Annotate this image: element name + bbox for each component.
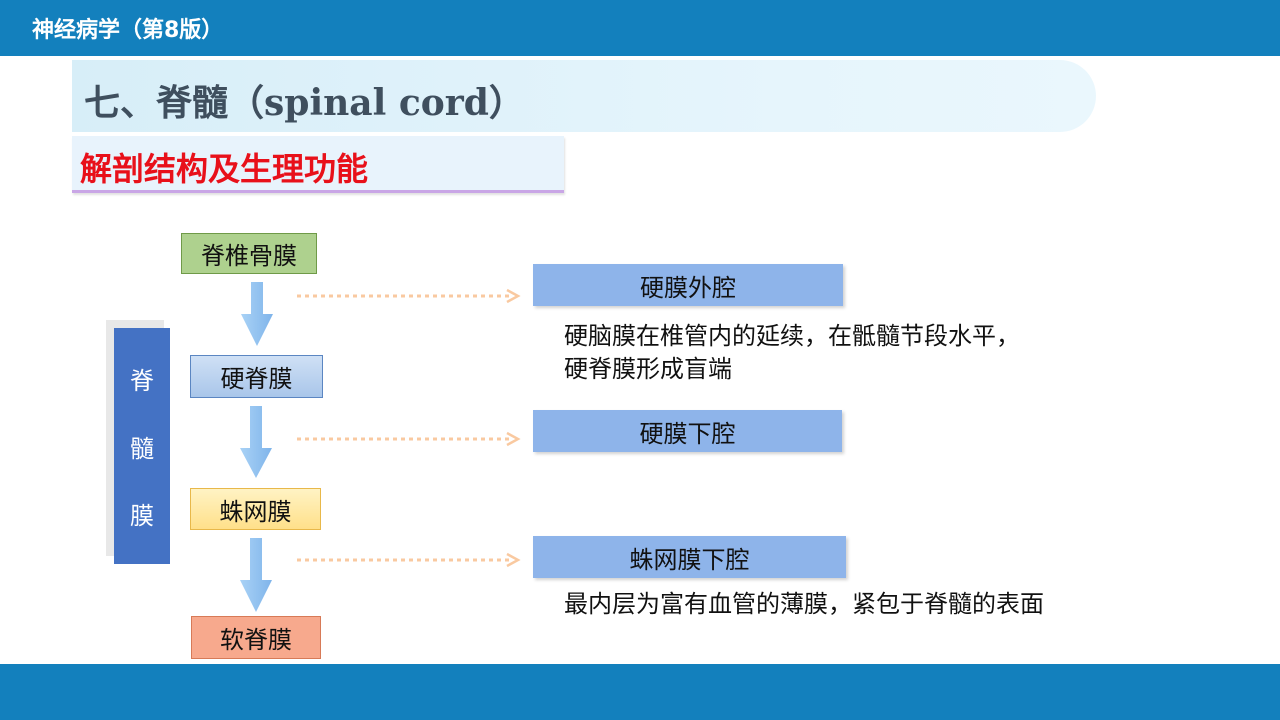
down-arrow-2 bbox=[240, 406, 272, 478]
side-label-char-2: 髓 bbox=[130, 434, 154, 463]
layer-vertebral-periosteum: 脊椎骨膜 bbox=[181, 233, 317, 274]
pia-description: 最内层为富有血管的薄膜，紧包于脊髓的表面 bbox=[564, 590, 1044, 618]
title-band: 七、脊髓（spinal cord） bbox=[72, 60, 1096, 132]
dotted-arrow-2 bbox=[297, 431, 521, 447]
layer-pia-mater: 软脊膜 bbox=[191, 616, 321, 659]
dotted-arrow-3 bbox=[297, 552, 521, 568]
dotted-arrow-1 bbox=[297, 288, 521, 304]
space-epidural: 硬膜外腔 bbox=[533, 264, 843, 306]
dura-description: 硬脑膜在椎管内的延续，在骶髓节段水平， 硬脊膜形成盲端 bbox=[564, 320, 1020, 386]
layer-arachnoid: 蛛网膜 bbox=[190, 488, 321, 530]
side-label-char-1: 脊 bbox=[130, 366, 154, 395]
slide-subtitle: 解剖结构及生理功能 bbox=[80, 150, 369, 188]
dura-description-line-1: 硬脑膜在椎管内的延续，在骶髓节段水平， bbox=[564, 322, 1020, 350]
subtitle-band: 解剖结构及生理功能 bbox=[72, 136, 564, 193]
layer-dura-mater: 硬脊膜 bbox=[190, 355, 323, 398]
dura-description-line-2: 硬脊膜形成盲端 bbox=[564, 355, 732, 383]
down-arrow-3 bbox=[240, 538, 272, 612]
book-title: 神经病学（第8版） bbox=[32, 18, 224, 43]
space-subdural: 硬膜下腔 bbox=[533, 410, 842, 452]
down-arrow-1 bbox=[241, 282, 273, 346]
space-subarachnoid: 蛛网膜下腔 bbox=[533, 536, 846, 578]
side-label-meninges: 脊 髓 膜 bbox=[114, 328, 170, 564]
side-label-char-3: 膜 bbox=[130, 502, 154, 531]
bottom-bar bbox=[0, 664, 1280, 720]
slide-title: 七、脊髓（spinal cord） bbox=[84, 82, 525, 124]
top-bar: 神经病学（第8版） bbox=[0, 0, 1280, 56]
